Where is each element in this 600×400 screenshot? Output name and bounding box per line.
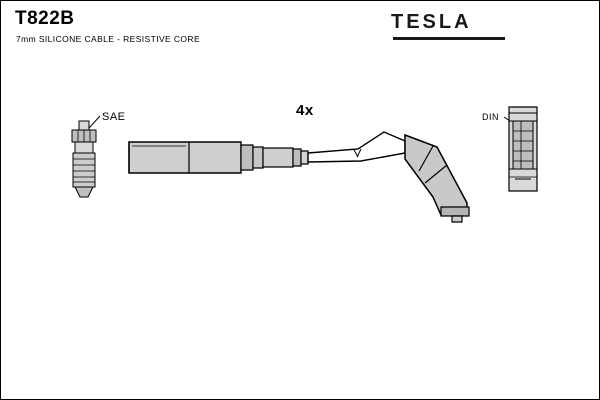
- boot-nipple: [292, 148, 302, 167]
- boot-collar-1: [240, 144, 254, 171]
- elbow-boot-seam-1: [418, 145, 434, 172]
- terminal-boot-ribs: [73, 158, 95, 183]
- brand-logo-text: TESLA: [391, 11, 472, 33]
- din-terminal-detail: [503, 106, 538, 192]
- label-quantity: 4x: [296, 102, 314, 119]
- din-core-ribs: [513, 130, 533, 162]
- terminal-boot: [72, 152, 96, 188]
- boot-main-body: [128, 141, 242, 174]
- terminal-insulator: [74, 141, 94, 154]
- sae-leader-line: [88, 115, 101, 129]
- din-angled-plug-boot: [404, 133, 470, 223]
- elbow-boot-body: [404, 133, 468, 216]
- page-title: T822B: [15, 8, 75, 29]
- ignition-cable: [307, 131, 406, 163]
- terminal-top-stem: [78, 120, 90, 131]
- terminal-hex-edges: [77, 130, 91, 142]
- sae-boot-assembly: [128, 141, 309, 174]
- product-description: 7mm SILICONE CABLE - RESISTIVE CORE: [16, 34, 201, 44]
- din-terminal-core: [512, 120, 534, 170]
- label-din: DIN: [482, 112, 499, 122]
- cable-marker: [353, 148, 362, 158]
- sae-spark-plug-terminal: [71, 115, 101, 198]
- terminal-tip: [74, 186, 94, 198]
- boot-collar-2: [252, 146, 264, 169]
- elbow-boot-tip: [451, 215, 463, 223]
- boot-cable-entry: [300, 150, 309, 165]
- label-sae: SAE: [102, 111, 126, 123]
- brand-underline: [393, 37, 505, 40]
- cable-outline: [307, 131, 406, 163]
- elbow-boot-seam-2: [424, 164, 448, 184]
- elbow-boot-collar: [440, 206, 470, 217]
- boot-collar-3: [262, 147, 294, 168]
